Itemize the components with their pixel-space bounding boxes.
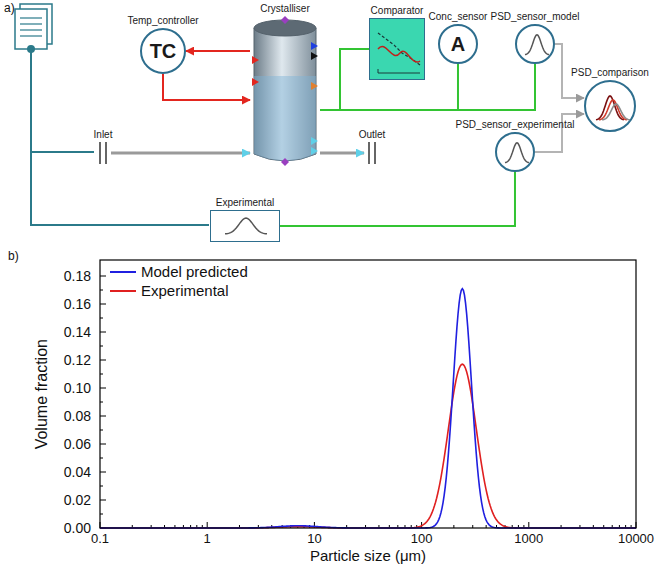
- data-node: Experimental: [210, 196, 280, 242]
- node-label: Crystalliser: [260, 2, 309, 15]
- y-tick-label: 0.12: [64, 352, 91, 368]
- plot-frame: [100, 260, 636, 528]
- data-box: [210, 210, 280, 242]
- comparator-node: Comparator: [369, 4, 425, 80]
- node-icon: [364, 142, 380, 164]
- node-icon: [517, 26, 557, 66]
- legend-sample: [110, 271, 136, 273]
- sensor-circle: A: [438, 24, 478, 64]
- panel-letter: b): [8, 250, 19, 264]
- experimental-curve: [100, 364, 636, 528]
- x-tick-label: 100: [411, 532, 433, 547]
- x-tick-label: 10: [307, 532, 321, 547]
- node-label: PSD_sensor_model: [491, 10, 580, 23]
- legend-text: Experimental: [141, 282, 229, 300]
- y-tick-label: 0.16: [64, 296, 91, 312]
- axis-title: Volume fraction: [33, 339, 51, 449]
- connector: [111, 152, 250, 155]
- panel-letter: a): [4, 2, 15, 16]
- node-icon: [497, 134, 537, 174]
- comparison-circle: [584, 80, 636, 132]
- chart: [100, 260, 636, 528]
- node-icon: [250, 16, 320, 166]
- node-label: Experimental: [216, 196, 274, 209]
- vessel-node: Crystalliser: [250, 2, 320, 166]
- model-curve: [100, 289, 636, 528]
- port-node: Outlet: [359, 128, 386, 164]
- port-symbol: [364, 142, 380, 164]
- y-tick-label: 0.06: [64, 436, 91, 452]
- node-icon: [211, 211, 281, 243]
- y-tick-label: 0.02: [64, 492, 91, 508]
- node-icon: [586, 82, 638, 134]
- x-tick-label: 10000: [618, 532, 654, 547]
- node-icon: [95, 142, 111, 164]
- node-label: PSD_comparison: [571, 66, 649, 79]
- y-tick-label: 0.00: [64, 520, 91, 536]
- y-tick-label: 0.10: [64, 380, 91, 396]
- y-tick-label: 0.14: [64, 324, 91, 340]
- sensor-circle: [495, 132, 535, 172]
- document-icon: [15, 4, 52, 49]
- connector: [320, 152, 364, 155]
- legend-sample: [110, 290, 136, 292]
- node-symbol: TC: [150, 40, 177, 62]
- connector: [320, 49, 369, 110]
- connector: [280, 172, 515, 226]
- x-tick-label: 0.1: [91, 532, 109, 547]
- port-node: Inlet: [94, 128, 113, 164]
- node-label: Comparator: [371, 4, 424, 17]
- node-label: Temp_controller: [127, 14, 198, 27]
- node-label: Outlet: [359, 128, 386, 141]
- controller-node: Temp_controllerTC: [127, 14, 198, 74]
- y-tick-label: 0.04: [64, 464, 91, 480]
- connector: [186, 50, 250, 52]
- node-label: PSD_sensor_experimental: [456, 118, 575, 131]
- connector: [163, 74, 250, 100]
- sensor-node: PSD_sensor_model: [491, 10, 580, 64]
- data-wire: [28, 46, 209, 225]
- comparison-node: PSD_comparison: [571, 66, 649, 132]
- node-symbol: A: [451, 33, 465, 55]
- controller-circle: TC: [140, 28, 186, 74]
- comparator-box: [369, 18, 425, 80]
- sensor-node: Conc_sensorA: [429, 10, 488, 64]
- axis-title: Particle size (μm): [310, 547, 426, 564]
- legend-text: Model predicted: [141, 263, 248, 281]
- crystalliser-vessel: [250, 16, 320, 166]
- sensor-circle: [515, 24, 555, 64]
- y-tick-label: 0.18: [64, 268, 91, 284]
- node-label: Conc_sensor: [429, 10, 488, 23]
- node-label: Inlet: [94, 128, 113, 141]
- connector: [320, 64, 535, 110]
- y-tick-label: 0.08: [64, 408, 91, 424]
- x-tick-label: 1: [204, 532, 211, 547]
- sensor-node: PSD_sensor_experimental: [456, 118, 575, 172]
- x-tick-label: 1000: [514, 532, 543, 547]
- port-symbol: [95, 142, 111, 164]
- node-icon: [370, 19, 426, 81]
